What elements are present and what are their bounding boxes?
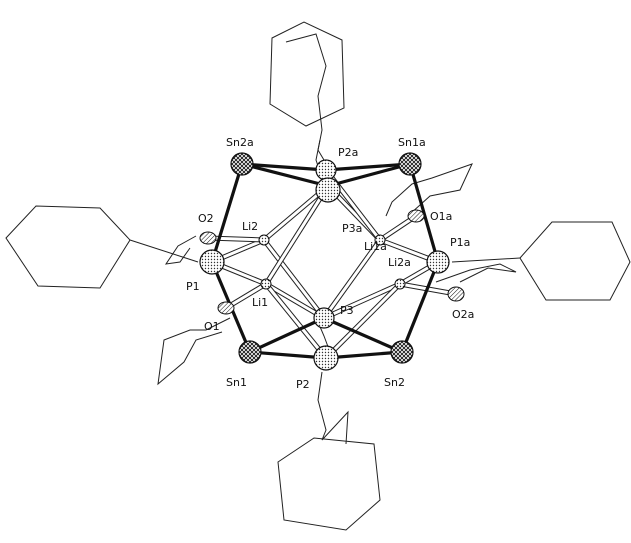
atom-p1: [199, 249, 225, 275]
thf-o2a: [435, 263, 517, 283]
thf-o2: [164, 235, 197, 265]
atom-li1: [260, 278, 272, 290]
atom-o1a: [407, 209, 425, 223]
atom-o2: [199, 231, 217, 245]
label-p3a: P3a: [342, 222, 362, 235]
thf-o1: [157, 317, 231, 386]
label-p1: P1: [186, 280, 200, 293]
label-p3: P3: [340, 304, 354, 317]
ring-bottom-inner: [317, 371, 349, 445]
atom-li1a: [374, 234, 386, 246]
label-sn2: Sn2: [384, 376, 405, 389]
ring-top: [269, 21, 345, 127]
atom-sn1: [238, 340, 262, 364]
label-li1: Li1: [252, 296, 268, 309]
ring-right: [519, 221, 631, 301]
label-sn2a: Sn2a: [226, 136, 254, 149]
atom-li2a: [394, 278, 406, 290]
label-li2: Li2: [242, 220, 258, 233]
atoms: [199, 152, 465, 371]
atom-p2a: [315, 159, 337, 181]
label-p2a: P2a: [338, 146, 358, 159]
ring-left: [5, 205, 131, 289]
atom-sn2: [390, 340, 414, 364]
label-sn1: Sn1: [226, 376, 247, 389]
atom-p3a: [315, 177, 341, 203]
label-o2: O2: [198, 212, 214, 225]
label-li1a: Li1a: [364, 240, 387, 253]
atom-o1: [217, 301, 235, 315]
atom-li2: [258, 234, 270, 246]
label-p1a: P1a: [450, 236, 470, 249]
label-o1: O1: [204, 320, 220, 333]
bond-ring-left: [129, 239, 199, 263]
thf-o1a: [385, 163, 473, 217]
ring-top-inner: [285, 33, 327, 173]
label-sn1a: Sn1a: [398, 136, 426, 149]
ring-bottom: [277, 437, 381, 531]
atom-p3: [313, 307, 335, 329]
atom-p1a: [426, 250, 450, 274]
label-o2a: O2a: [452, 308, 474, 321]
atom-sn2a: [230, 152, 254, 176]
atom-sn1a: [398, 152, 422, 176]
sn-p-bonds: [210, 162, 440, 360]
label-p2: P2: [296, 378, 310, 391]
bond-ring-right: [451, 257, 521, 263]
label-li2a: Li2a: [388, 256, 411, 269]
cyclohexyl-rings: [5, 21, 631, 531]
label-o1a: O1a: [430, 210, 452, 223]
atom-labels: Sn2a P2a Sn1a O2 Li2 P3a O1a Li1a P1a P1…: [186, 136, 474, 391]
atom-o2a: [447, 286, 465, 302]
atom-p2: [313, 345, 339, 371]
